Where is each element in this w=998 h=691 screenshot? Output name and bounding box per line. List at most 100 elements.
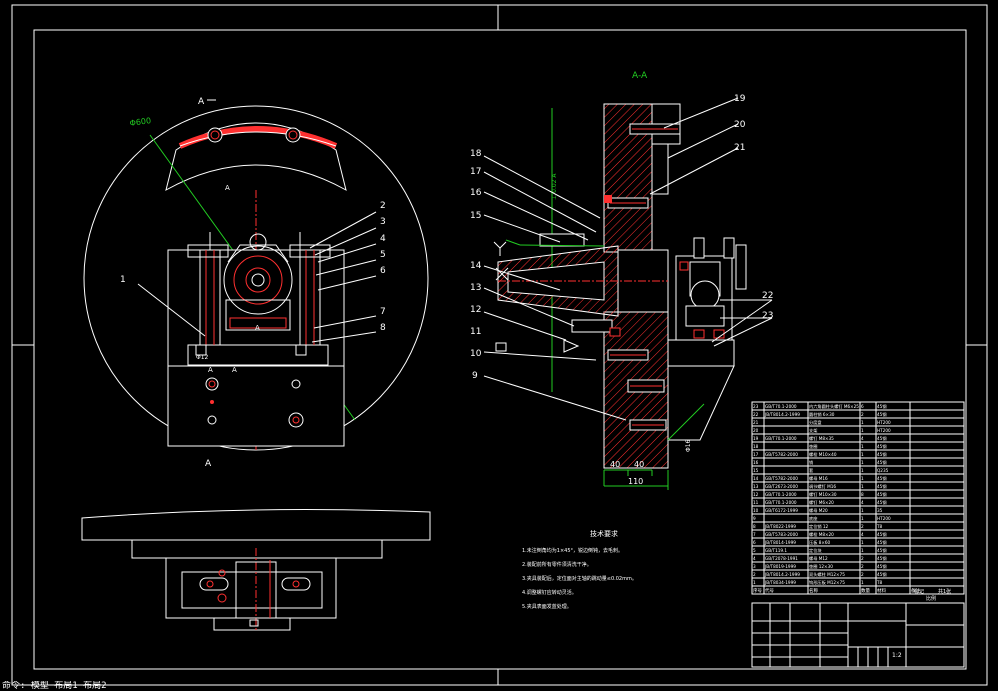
bom-cell: 螺钉 M6×20	[809, 499, 834, 506]
bom-cell: 6	[861, 404, 864, 409]
base-block	[167, 249, 345, 447]
bom-cell: 12	[753, 492, 759, 497]
bom-cell: 45钢	[877, 563, 887, 570]
bom-cell: 45钢	[877, 491, 887, 498]
bom-cell: GB/T70.1-2000	[765, 492, 797, 497]
bom-cell: 4	[861, 532, 864, 537]
bom-cell: 45钢	[877, 435, 887, 442]
bom-cell: 定位销 12	[809, 523, 829, 530]
bom-cell: 9	[753, 516, 756, 521]
bom-cell: 螺母 M16	[809, 475, 828, 482]
bom-cell: 2	[753, 572, 756, 577]
dim-40-left: 40	[610, 460, 620, 469]
balloon-8: 8	[380, 323, 386, 333]
bom-cell: 1	[861, 508, 864, 513]
bom-cell: 内六角圆柱头螺钉 M6×25	[809, 403, 859, 410]
status-bar: 命令: 模型 布局1 布局2	[2, 681, 107, 691]
balloon-20: 20	[734, 120, 746, 130]
title-mark: 标记	[914, 588, 924, 595]
bom-cell: 4	[753, 556, 756, 561]
bom-cell: 1	[861, 468, 864, 473]
workpiece-inner	[245, 267, 271, 293]
title-ratio: 比例	[926, 595, 936, 602]
base-hole-4	[288, 412, 304, 428]
bom-cell: 螺栓 M8×20	[809, 531, 834, 538]
notes-line-4: 4.调整螺钉应转动灵活。	[522, 589, 577, 596]
bom-cell: 1	[861, 548, 864, 553]
bom-cell: 垫圈	[809, 443, 817, 450]
bom-cell: 45钢	[877, 475, 887, 482]
front-disc-plate	[81, 509, 431, 541]
bom-cell: 2	[861, 412, 864, 417]
bom-cell: 45钢	[877, 499, 887, 506]
notes-title: 技术要求	[590, 529, 618, 538]
title-block	[751, 602, 965, 668]
bom-cell: 45钢	[877, 411, 887, 418]
bom-cell: 45钢	[877, 547, 887, 554]
title-scale: 1:2	[892, 652, 902, 659]
bom-cell: JB/T8014-1999	[764, 540, 796, 545]
base-hole-3	[207, 415, 217, 425]
bom-cell: 底座	[809, 515, 817, 522]
bom-cell: 分度盘	[809, 419, 822, 426]
balloon-17: 17	[470, 167, 481, 177]
base-hole-1	[205, 377, 219, 391]
bom-cell: 45钢	[877, 483, 887, 490]
bom-cell: 1	[861, 484, 864, 489]
bom-cell: GB/T5782-2000	[765, 452, 798, 457]
bom-cell: 3	[753, 564, 756, 569]
balloon-1: 1	[120, 275, 126, 285]
bom-cell: 13	[753, 484, 759, 489]
bom-cell: HT200	[877, 420, 891, 425]
notes-line-5: 5.夹具表面发蓝处理。	[522, 603, 572, 610]
bom-cell: 1	[861, 444, 864, 449]
technical-notes: 技术要求 1.未注倒角均为1×45°，锐边倒钝，去毛刺。 2.装配前所有零件须清…	[522, 529, 637, 610]
bom-header-cell: 代号	[765, 587, 774, 594]
bom-cell: 双头螺柱 M12×75	[809, 571, 845, 578]
dim-dia-right: Φ16	[685, 439, 692, 452]
cut-label-top: A	[198, 97, 205, 107]
balloon-19: 19	[734, 94, 746, 104]
vertical-note: ⊥ 0.02 A	[551, 173, 558, 200]
dim-110: 110	[628, 477, 643, 486]
bom-header-cell: 备注	[911, 587, 920, 594]
balloon-14: 14	[470, 261, 482, 271]
bom-cell: 7	[753, 532, 756, 537]
bom-cell: GB/T6172-1999	[765, 508, 798, 513]
bom-cell: HT200	[877, 428, 891, 433]
balloon-16: 16	[470, 188, 482, 198]
bom-cell: 45钢	[877, 451, 887, 458]
bom-cell: T8	[876, 524, 883, 529]
bom-cell: 4	[861, 436, 864, 441]
balloon-22: 22	[762, 291, 773, 301]
bom-cell: 19	[753, 436, 759, 441]
balloon-4: 4	[380, 234, 386, 244]
bom-header-cell: 名称	[809, 587, 818, 594]
balloon-23: 23	[762, 311, 773, 321]
front-lower-plate	[131, 539, 383, 559]
bom-cell: 11	[753, 500, 759, 505]
front-view	[81, 509, 431, 632]
balloon-9: 9	[472, 371, 478, 381]
section-view-aa: A-A ⊥ 0.02 A	[470, 71, 773, 490]
bom-cell: 45钢	[877, 459, 887, 466]
bom-cell: 1	[861, 428, 864, 433]
base-hole-2	[291, 379, 301, 389]
bom-cell: 10	[753, 508, 759, 513]
dim-dia-600: Φ600	[129, 116, 152, 128]
dim-dia-small: Φ12	[196, 354, 209, 361]
bom-cell: GB/T70.1-2000	[765, 500, 797, 505]
bom-cell: 定位块	[809, 547, 822, 554]
bom-cell: GB/T5782-2000	[765, 476, 798, 481]
bom-cell: 1	[861, 476, 864, 481]
balloon-18: 18	[470, 149, 482, 159]
bom-cell: 23	[753, 404, 759, 409]
front-base	[165, 557, 337, 619]
cut-label-small-3: A	[208, 366, 213, 374]
bom-header-cell: 数量	[861, 587, 870, 594]
bom-cell: 2	[861, 556, 864, 561]
bom-cell: 1	[861, 516, 864, 521]
bom-cell: 16	[753, 460, 759, 465]
bom-cell: 2	[861, 572, 864, 577]
